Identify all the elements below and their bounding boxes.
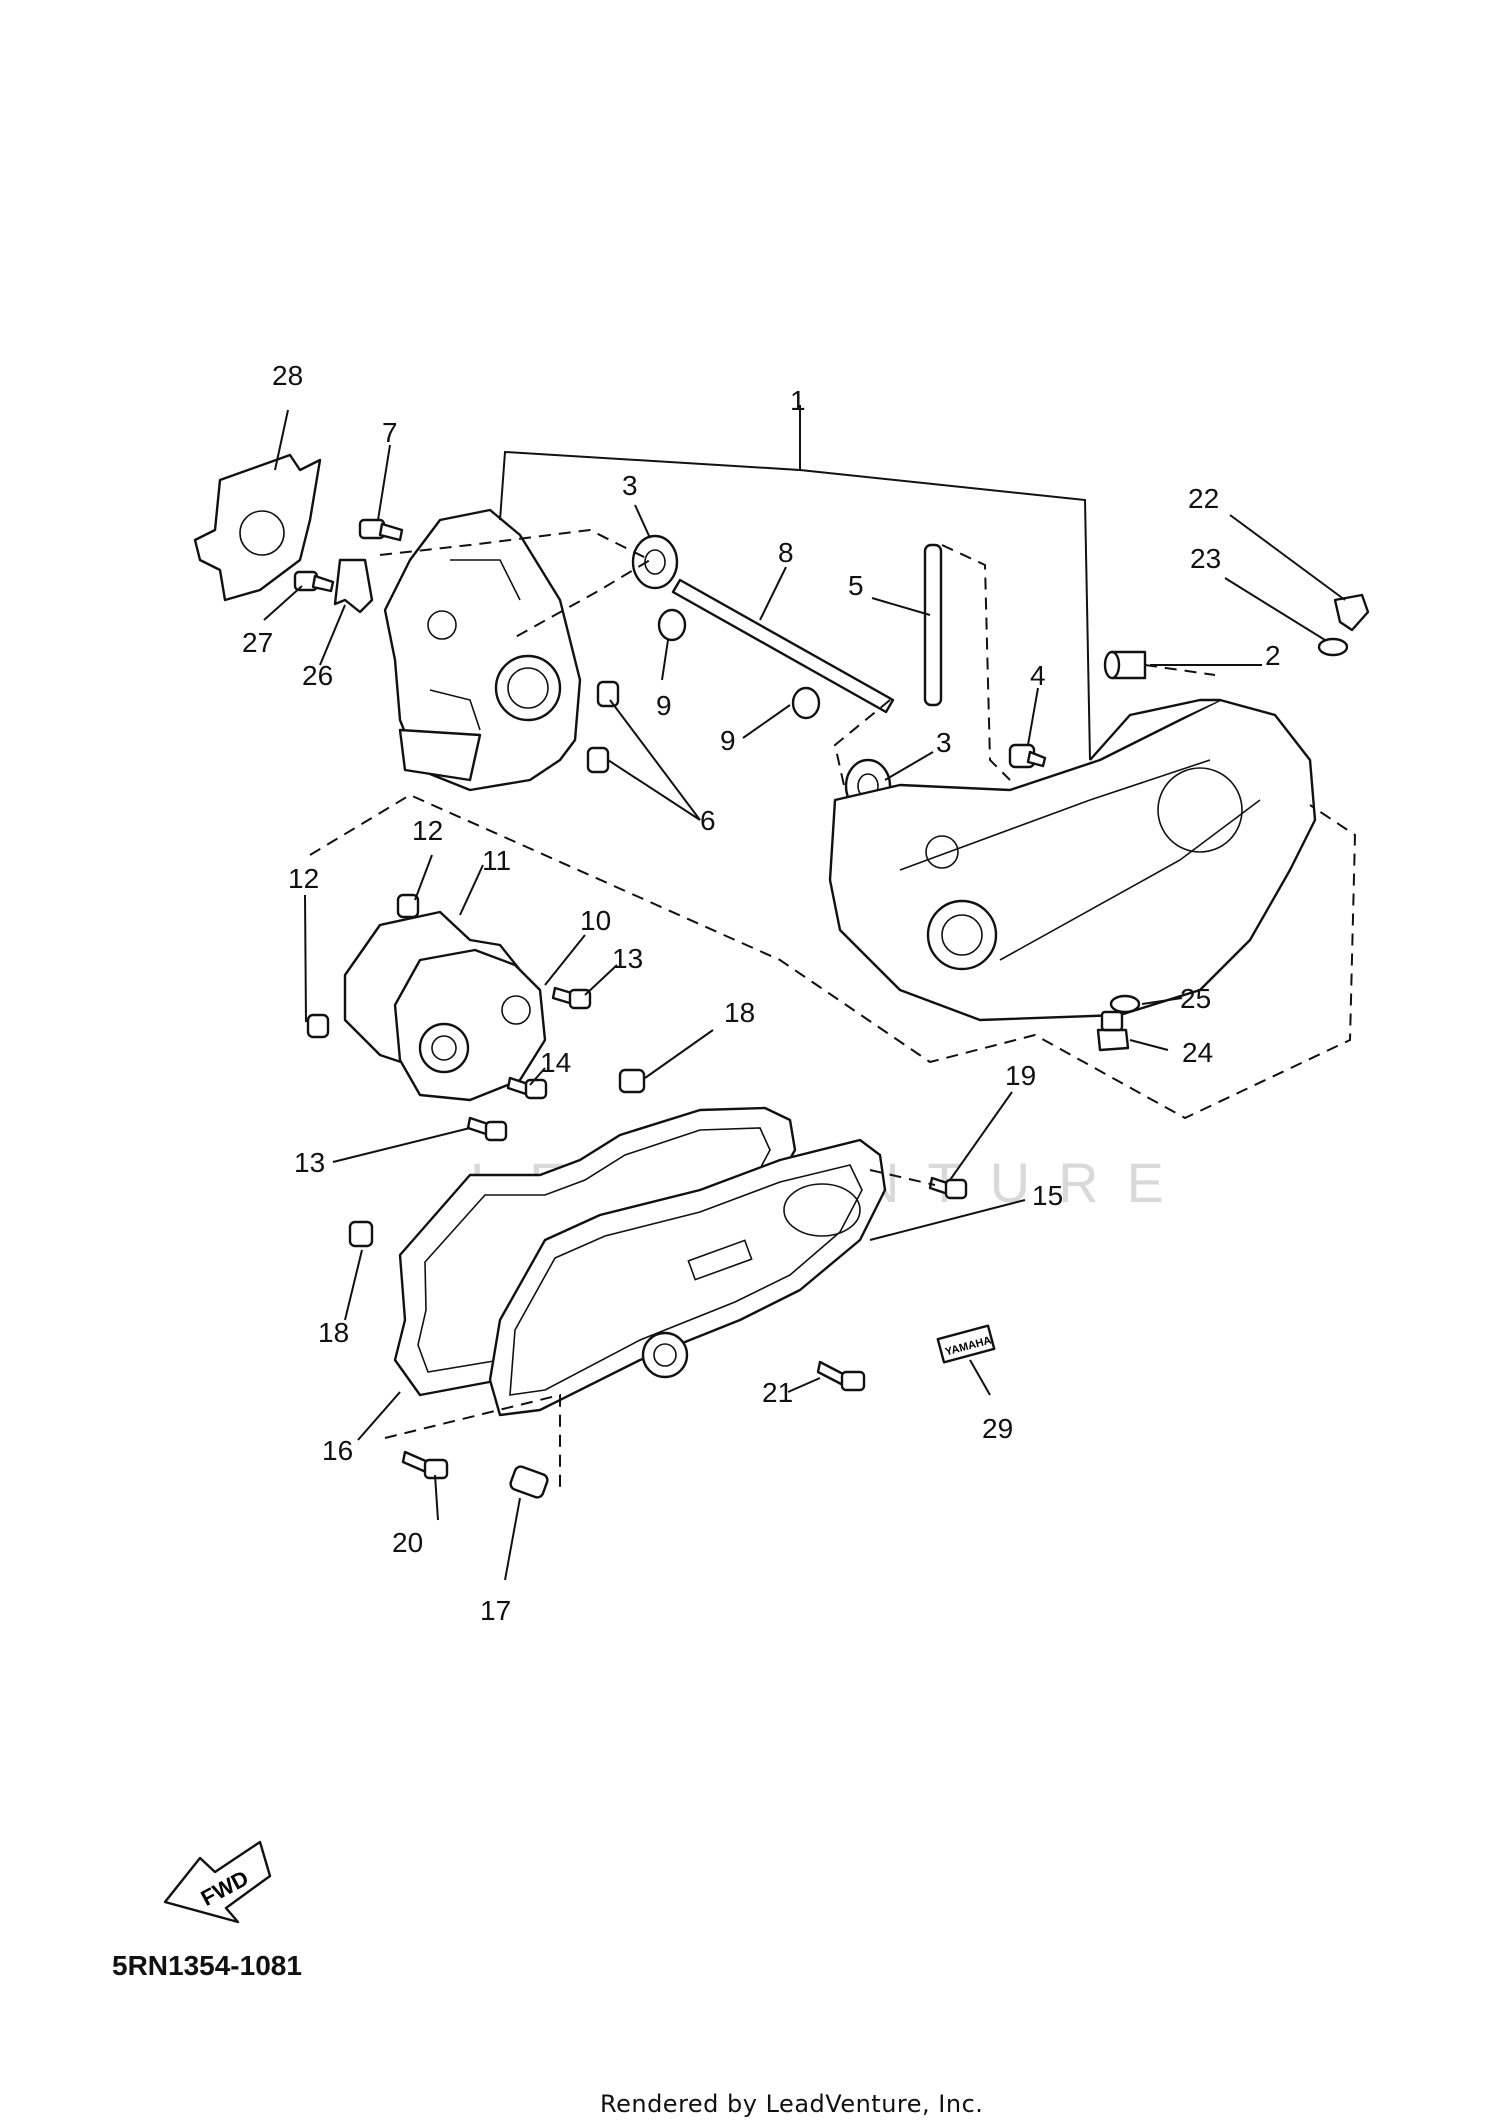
callout-13-upper: 13 (612, 943, 643, 974)
fwd-arrow-icon: FWD (163, 1840, 272, 1924)
callout-5: 5 (848, 570, 864, 601)
callout-26: 26 (302, 660, 333, 691)
part-28-plate (193, 453, 322, 602)
right-crankcase (828, 698, 1317, 1022)
part-13-bolt-lower (466, 1116, 508, 1142)
callout-7: 7 (382, 417, 398, 448)
cover-group-outline (384, 1393, 561, 1490)
part-18-dowel-left (348, 1220, 374, 1248)
part-12-dowel-upper (396, 893, 420, 919)
part-4-fitting (1008, 743, 1047, 769)
callout-10: 10 (580, 905, 611, 936)
callout-1: 1 (790, 385, 806, 416)
callout-11: 11 (482, 845, 511, 876)
callout-2: 2 (1265, 640, 1281, 671)
callout-28: 28 (272, 360, 303, 391)
callout-4: 4 (1030, 660, 1046, 691)
part-25-washer (1109, 994, 1141, 1014)
callout-18-left: 18 (318, 1317, 349, 1348)
upper-case-group-outline (379, 528, 653, 641)
part-24-drain-bolt (1096, 1010, 1130, 1052)
part-2-collar (1103, 650, 1147, 680)
callout-25: 25 (1180, 983, 1211, 1014)
part-14-bolt (506, 1076, 548, 1100)
part-6-dowel-upper (596, 680, 620, 708)
part-7-bolt (358, 518, 404, 542)
pipe-group-outline (941, 544, 1011, 781)
callout-21: 21 (762, 1377, 793, 1408)
callout-15: 15 (1032, 1180, 1063, 1211)
part-13-bolt-upper (551, 986, 592, 1010)
callout-13-lower: 13 (294, 1147, 325, 1178)
callout-12-upper: 12 (412, 815, 443, 846)
part-9-seal-upper (657, 608, 687, 642)
callout-14: 14 (540, 1047, 571, 1078)
bearing-group-outline (833, 699, 891, 791)
bolt-19-outline (869, 1169, 936, 1186)
callout-17: 17 (480, 1595, 511, 1626)
callout-9-upper: 9 (656, 690, 672, 721)
part-6-dowel-lower (586, 746, 610, 774)
part-27-bolt (293, 570, 335, 593)
callout-3-top: 3 (622, 470, 638, 501)
callout-16: 16 (322, 1435, 353, 1466)
part-21-bolt (816, 1360, 866, 1392)
part-29-decal: YAMAHA (936, 1324, 996, 1364)
part-19-bolt (928, 1176, 968, 1200)
callout-numbers: 1 2 3 3 4 5 6 7 8 9 9 10 11 12 12 13 13 … (242, 360, 1281, 1626)
plug-outline (1144, 664, 1216, 676)
part-9-seal-lower (791, 686, 821, 720)
part-22-plug (1333, 593, 1370, 632)
part-18-dowel-center (618, 1068, 646, 1094)
callout-20: 20 (392, 1527, 423, 1558)
callout-29: 29 (982, 1413, 1013, 1444)
callout-3-lower: 3 (936, 727, 952, 758)
render-credit: Rendered by LeadVenture, Inc. (600, 2090, 984, 2118)
part-8-shaft (671, 578, 895, 714)
part-5-pipe (923, 543, 943, 707)
leader-lines (263, 405, 1346, 1581)
middle-group-outline (309, 793, 1357, 1120)
callout-6: 6 (700, 805, 716, 836)
part-3-bearing-top (631, 534, 679, 590)
callout-12-left: 12 (288, 863, 319, 894)
diagram-id: 5RN1354-1081 (112, 1950, 302, 1981)
part-23-o-ring (1317, 637, 1349, 657)
callout-23: 23 (1190, 543, 1221, 574)
callout-8: 8 (778, 537, 794, 568)
callout-24: 24 (1182, 1037, 1213, 1068)
callout-22: 22 (1188, 483, 1219, 514)
part-20-bolt (401, 1450, 449, 1480)
callout-9-lower: 9 (720, 725, 736, 756)
left-crankcase (383, 508, 582, 792)
part-12-dowel-lower (306, 1013, 330, 1039)
callout-27: 27 (242, 627, 273, 658)
part-17-dowel (509, 1465, 549, 1499)
callout-18-center: 18 (724, 997, 755, 1028)
part-10-small-cover (393, 948, 547, 1102)
part-15-crankcase-cover (488, 1138, 887, 1417)
callout-19: 19 (1005, 1060, 1036, 1091)
part-26-clamp (333, 558, 374, 614)
